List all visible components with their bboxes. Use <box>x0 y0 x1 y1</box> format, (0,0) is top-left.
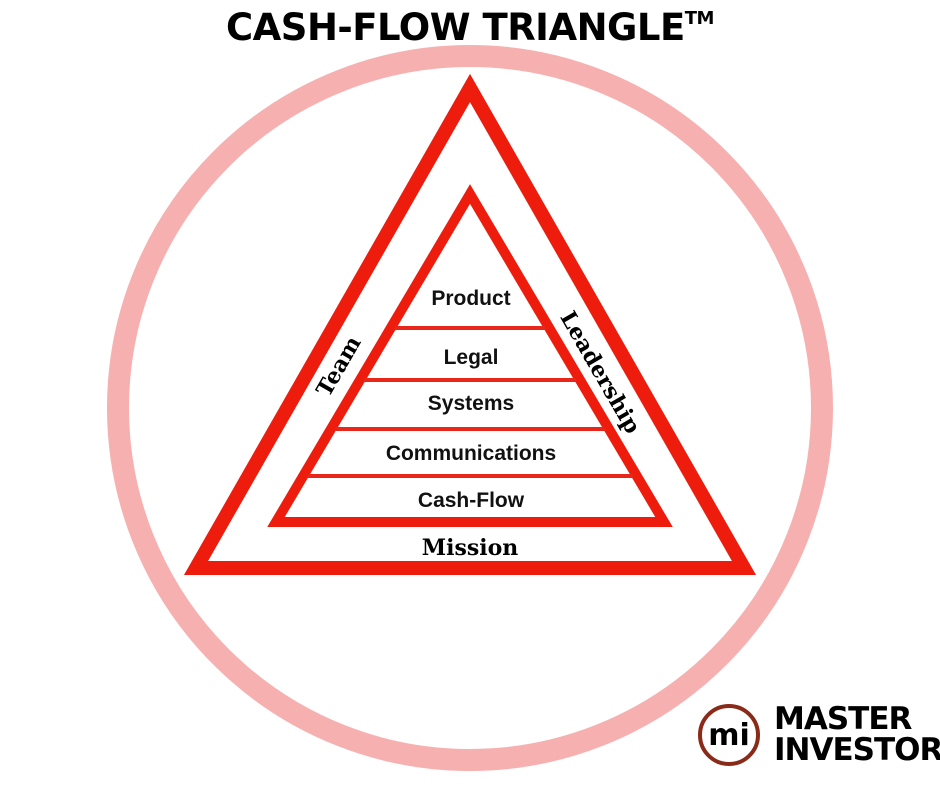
logo-line-2: INVESTOR <box>774 732 940 768</box>
logo-line-1: MASTER <box>774 701 912 737</box>
layer-communications: Communications <box>386 442 556 465</box>
side-label-mission: Mission <box>422 535 519 561</box>
layer-cash-flow: Cash-Flow <box>418 489 525 512</box>
logo-mark-text: mi <box>708 717 750 753</box>
trademark-symbol: TM <box>684 8 715 29</box>
title-text: CASH-FLOW TRIANGLE <box>226 6 685 49</box>
layer-legal: Legal <box>444 346 499 369</box>
background-circle <box>107 45 833 771</box>
layer-product: Product <box>431 287 510 310</box>
master-investor-logo: mi MASTER INVESTOR <box>698 704 940 766</box>
logo-mark-icon: mi <box>698 704 760 766</box>
logo-wordmark: MASTER INVESTOR <box>774 704 940 766</box>
diagram-title: CASH-FLOW TRIANGLETM <box>0 6 940 49</box>
inner-triangle <box>267 184 673 527</box>
layer-systems: Systems <box>428 392 514 415</box>
